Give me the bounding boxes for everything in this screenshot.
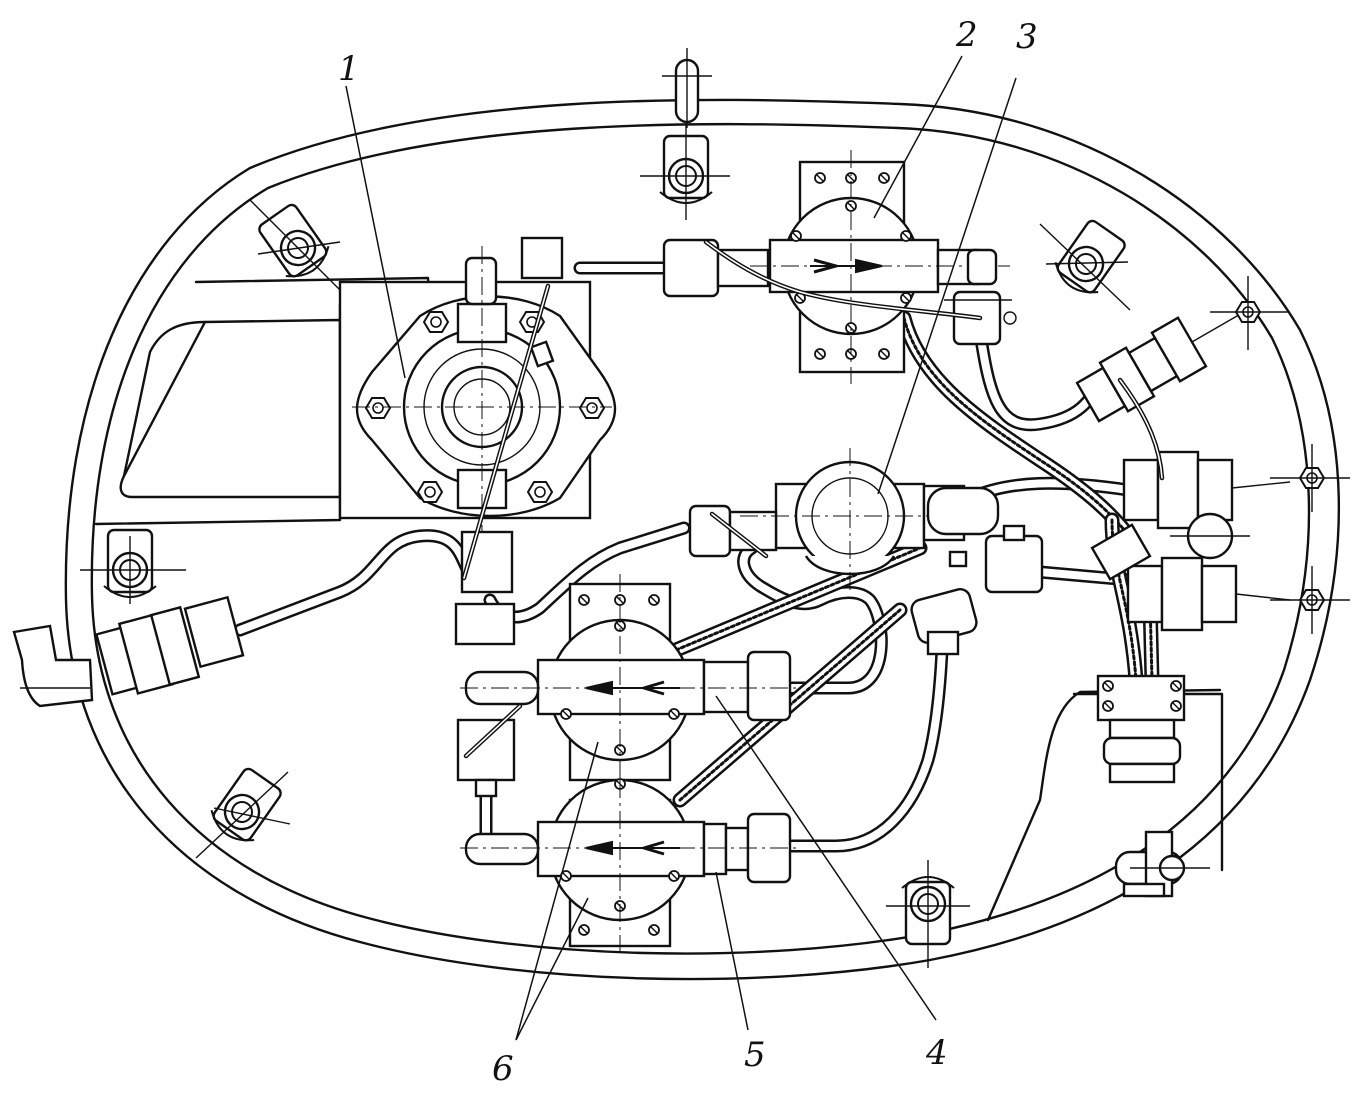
right-connector-top — [1075, 276, 1290, 423]
lug-axis — [249, 199, 341, 291]
lug-axis — [213, 807, 291, 825]
wire-pump — [461, 283, 551, 581]
unit-5-adapter — [702, 822, 728, 876]
elbow-fitting — [944, 248, 1017, 346]
leader-4 — [715, 695, 937, 1021]
pipe-lower-right — [785, 643, 949, 853]
unit-1-pump — [338, 236, 617, 540]
unit-2-flow-sensor — [662, 150, 1010, 384]
pipe-right-upper — [973, 325, 1107, 432]
right-inner-fittings — [926, 486, 1152, 594]
lug-axis — [1045, 261, 1129, 265]
callout-4: 4 — [925, 1033, 948, 1073]
leader-6a — [515, 741, 599, 1041]
unit-6-flow-sensor-lower — [460, 778, 800, 956]
callout-3: 3 — [1016, 17, 1038, 57]
lug-top-right — [1048, 215, 1132, 303]
leader-5 — [715, 871, 749, 1031]
hose-upper — [896, 310, 1140, 548]
unit-6-flow-sensor-upper — [460, 574, 800, 790]
lug-axis — [1039, 223, 1131, 311]
leader-6b — [515, 897, 589, 1041]
top-pin — [662, 48, 712, 128]
right-connector-middle — [1122, 444, 1350, 560]
pipe-u-bend — [737, 541, 888, 695]
lug-axis — [257, 241, 341, 255]
lug-bottom-left — [204, 763, 288, 851]
leader-2 — [873, 55, 963, 219]
callout-2: 2 — [955, 15, 978, 55]
wire-right — [1117, 377, 1165, 481]
wire-center — [463, 511, 769, 759]
right-connector-lower — [1126, 556, 1350, 634]
leader-1 — [345, 85, 406, 379]
callout-1: 1 — [338, 49, 360, 89]
callout-5: 5 — [744, 1035, 766, 1075]
lug-axis — [195, 771, 289, 859]
wire-top — [703, 239, 983, 321]
pipe-left-inlet — [233, 529, 477, 637]
left-inlet-fitting — [12, 595, 245, 708]
leader-3 — [877, 77, 1017, 495]
leader-lines — [345, 55, 1017, 1041]
callout-6: 6 — [492, 1049, 514, 1089]
bottom-right-pin — [1114, 830, 1210, 898]
callouts: 1 2 3 4 5 6 — [338, 15, 1038, 1089]
mounting-lugs — [80, 120, 1132, 968]
connector-block — [1096, 674, 1186, 784]
tee-fitting — [910, 588, 978, 656]
